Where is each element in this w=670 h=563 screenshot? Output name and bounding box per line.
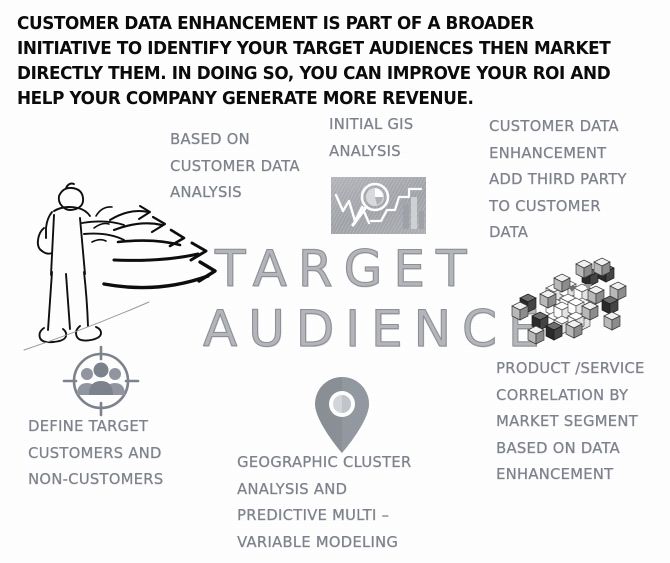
person-pointing-arrows-sketch	[23, 182, 217, 351]
caption-define-target-customers: DEFINE TARGET CUSTOMERS AND NON-CUSTOMER…	[28, 417, 164, 488]
map-pin-icon	[311, 374, 373, 454]
exploded-cube-icon	[498, 250, 628, 348]
caption-based-on-customer-data-analysis: BASED ON CUSTOMER DATA ANALYSIS	[170, 130, 300, 201]
page-title-target: TARGET	[214, 239, 478, 298]
caption-customer-data-enhancement: CUSTOMER DATA ENHANCEMENT ADD THIRD PART…	[489, 117, 627, 241]
analytics-chart-icon	[331, 177, 426, 234]
caption-initial-gis-analysis: INITIAL GIS ANALYSIS	[329, 115, 414, 160]
page-title-audience: AUDIENCE	[202, 299, 551, 358]
caption-geographic-cluster-analysis: GEOGRAPHIC CLUSTER ANALYSIS AND PREDICTI…	[237, 453, 412, 551]
intro-paragraph: Customer data enhancement is part of a b…	[17, 14, 611, 109]
caption-product-service-correlation: PRODUCT /SERVICE CORRELATION BY MARKET S…	[496, 359, 645, 483]
crosshair-people-icon	[62, 345, 140, 417]
